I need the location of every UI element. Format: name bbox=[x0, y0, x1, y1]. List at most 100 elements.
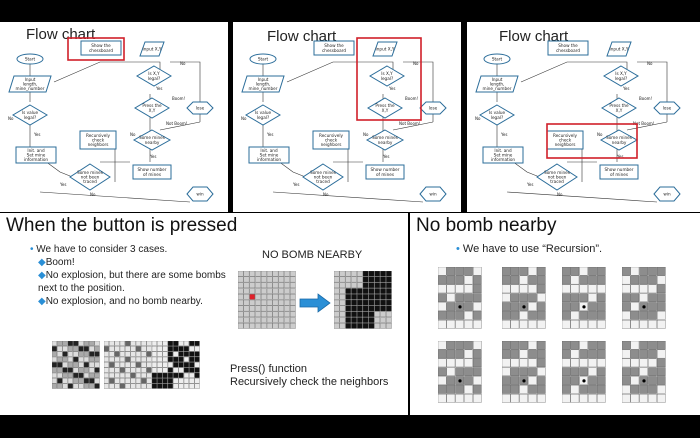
grid-cell bbox=[62, 356, 68, 362]
grid-cell bbox=[464, 311, 473, 320]
grid-cell bbox=[162, 346, 168, 352]
yes-label: Yes bbox=[33, 132, 40, 137]
grid-cell bbox=[278, 276, 285, 283]
grid-cell bbox=[272, 311, 279, 318]
grid-cell bbox=[135, 341, 141, 346]
grid-cell bbox=[657, 393, 666, 403]
grid-cell bbox=[528, 267, 537, 276]
grid-cell bbox=[657, 267, 666, 276]
grid-cell bbox=[386, 305, 392, 312]
bullet-item: ◆No explosion, and no bomb nearby. bbox=[38, 296, 203, 307]
grid-cell bbox=[648, 385, 657, 394]
grid-cell bbox=[357, 288, 363, 294]
start-node-label: Start bbox=[25, 57, 36, 62]
grid-cell bbox=[178, 383, 184, 389]
grid-example-nobomb bbox=[152, 341, 200, 389]
grid-cell bbox=[152, 372, 157, 378]
show-board-node-shape bbox=[313, 40, 355, 56]
grid-cell bbox=[528, 349, 537, 359]
recursive-node-shape bbox=[312, 130, 350, 150]
grid-cell bbox=[446, 358, 456, 368]
grid-cell bbox=[380, 288, 386, 294]
grid-cell bbox=[446, 385, 456, 394]
grid-cell bbox=[261, 305, 267, 312]
grid-cell bbox=[141, 351, 147, 357]
grid-cell bbox=[362, 305, 369, 312]
grid-cell bbox=[648, 284, 657, 294]
grid-cell bbox=[194, 372, 200, 378]
grid-cell bbox=[446, 393, 456, 403]
grid-cell bbox=[167, 346, 173, 352]
grid-cell bbox=[597, 311, 606, 320]
grid-cell bbox=[125, 367, 131, 373]
grid-cell bbox=[562, 393, 571, 403]
grid-cell bbox=[261, 288, 267, 294]
grid-cell bbox=[255, 311, 261, 318]
grid-cell bbox=[104, 367, 109, 373]
grid-cell bbox=[648, 393, 657, 403]
input-xy-node-shape bbox=[139, 41, 165, 57]
grid-cell bbox=[73, 341, 79, 346]
grid-cell bbox=[648, 358, 657, 368]
grid-cell bbox=[648, 341, 657, 350]
grid-cell bbox=[464, 341, 473, 350]
grid-cell bbox=[278, 323, 285, 329]
grid-cell bbox=[562, 341, 571, 350]
grid-cell bbox=[374, 276, 381, 283]
grid-cell bbox=[438, 367, 447, 376]
bullet-item: ◆No explosion, but there are some bombs … bbox=[38, 270, 226, 294]
grid-cell bbox=[374, 323, 381, 329]
grid-cell bbox=[73, 346, 79, 352]
grid-cell bbox=[157, 351, 163, 357]
grid-cell bbox=[657, 284, 666, 294]
grid-cell bbox=[351, 317, 357, 323]
grid-cell bbox=[473, 341, 482, 350]
no-label: No bbox=[323, 192, 329, 197]
grid-cell bbox=[157, 362, 163, 368]
grid-cell bbox=[438, 293, 447, 302]
grid-cell bbox=[597, 284, 606, 294]
grid-cell bbox=[657, 275, 666, 285]
grid-cell bbox=[284, 305, 290, 312]
grid-cell bbox=[519, 385, 528, 394]
grid-cell bbox=[386, 288, 392, 294]
grid-cell bbox=[630, 293, 640, 302]
grid-cell bbox=[473, 267, 482, 276]
grid-cell bbox=[588, 302, 597, 311]
grid-cell bbox=[173, 378, 179, 384]
grid-cell bbox=[588, 311, 597, 320]
mine-marker bbox=[458, 305, 462, 309]
grid-cell bbox=[630, 341, 640, 350]
grid-cell bbox=[255, 323, 261, 329]
grid-cell bbox=[266, 317, 273, 323]
grid-cell bbox=[339, 317, 346, 323]
grid-cell bbox=[380, 271, 386, 277]
grid-cell bbox=[588, 319, 597, 329]
grid-cell bbox=[52, 362, 57, 368]
lose-node-label: lose bbox=[196, 106, 205, 111]
grid-cell bbox=[657, 385, 666, 394]
grid-cell bbox=[167, 383, 173, 389]
grid-cell bbox=[334, 305, 340, 312]
grid-cell bbox=[189, 367, 195, 373]
grid-cell bbox=[639, 385, 648, 394]
grid-cell bbox=[597, 319, 606, 329]
grid-cell bbox=[67, 367, 73, 373]
win-node-shape bbox=[653, 186, 681, 202]
grid-cell bbox=[438, 358, 447, 368]
grid-cell bbox=[339, 276, 346, 283]
grid-cell bbox=[537, 367, 546, 376]
grid-cell bbox=[194, 367, 200, 373]
grid-cell bbox=[528, 302, 537, 311]
grid-cell bbox=[284, 271, 290, 277]
grid-cell bbox=[183, 383, 189, 389]
grid-cell bbox=[272, 294, 279, 300]
yes-label: Yes bbox=[500, 132, 507, 137]
grid-cell bbox=[510, 302, 520, 311]
